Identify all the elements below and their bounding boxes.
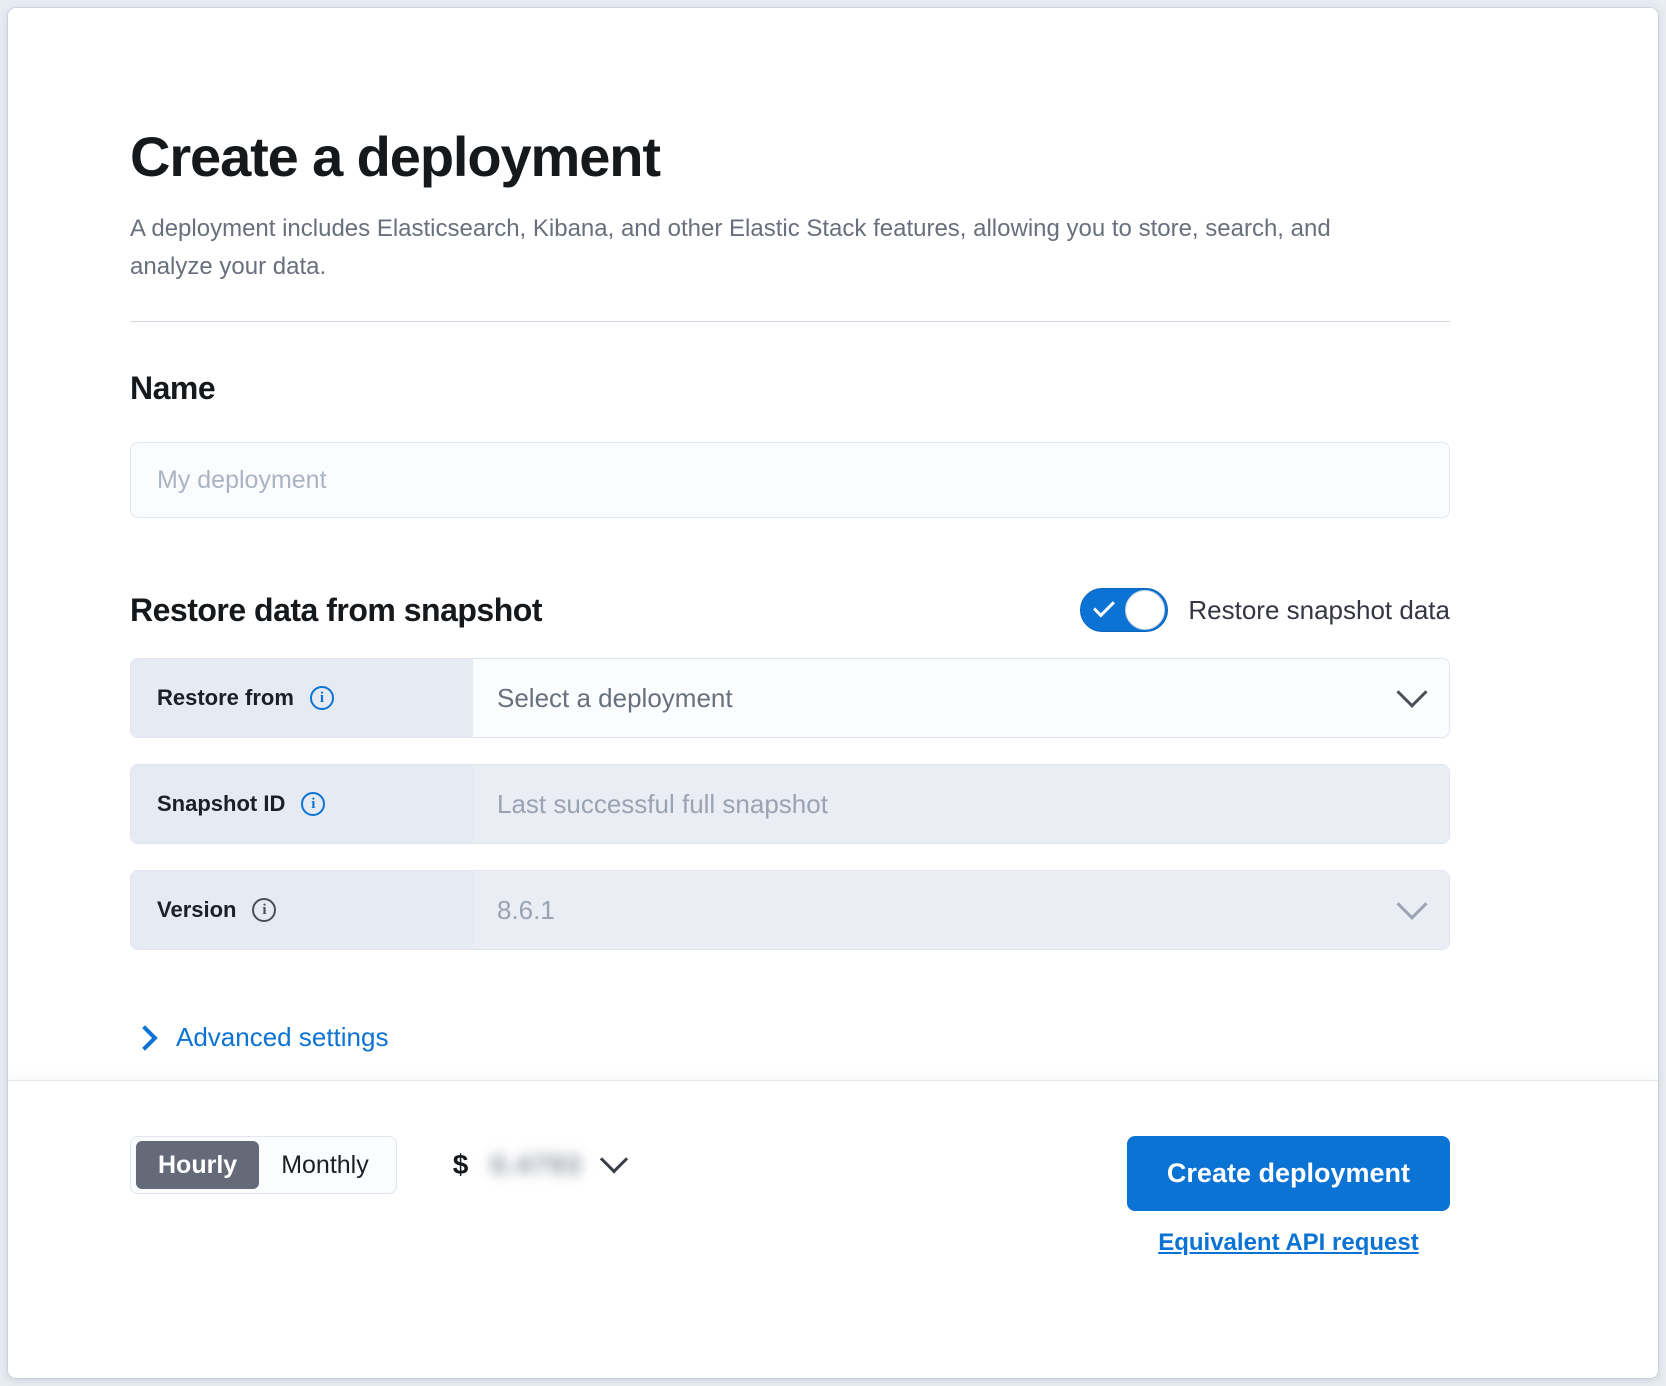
header-divider: [130, 321, 1450, 323]
footer-left-group: Hourly Monthly $ 0.4793: [130, 1136, 629, 1194]
deployment-name-input[interactable]: My deployment: [130, 442, 1450, 519]
form-body: Create a deployment A deployment include…: [8, 8, 1658, 1080]
page-description: A deployment includes Elasticsearch, Kib…: [130, 214, 1331, 280]
restore-from-select[interactable]: Select a deployment: [473, 659, 1449, 738]
restore-from-label: Restore from: [157, 685, 294, 711]
chevron-down-icon: [1396, 889, 1428, 921]
snapshot-id-label: Snapshot ID: [157, 791, 286, 817]
price-value: 0.4793: [490, 1149, 582, 1180]
chevron-down-icon[interactable]: [599, 1145, 629, 1174]
chevron-right-icon: [132, 1025, 158, 1051]
version-row: Version i 8.6.1: [130, 870, 1450, 951]
restore-snapshot-toggle-group[interactable]: Restore snapshot data: [1080, 588, 1450, 633]
name-section: Name My deployment: [130, 370, 1450, 519]
version-select: 8.6.1: [473, 871, 1449, 950]
restore-from-row: Restore from i Select a deployment: [130, 658, 1450, 739]
name-section-title: Name: [130, 370, 216, 407]
billing-option-monthly[interactable]: Monthly: [281, 1150, 369, 1179]
create-deployment-panel: Create a deployment A deployment include…: [8, 8, 1658, 1378]
info-icon[interactable]: i: [301, 792, 326, 817]
toggle-knob: [1125, 590, 1166, 631]
advanced-settings-toggle[interactable]: Advanced settings: [130, 1022, 1450, 1053]
price-display[interactable]: $ 0.4793: [452, 1145, 629, 1181]
billing-period-segmented-control[interactable]: Hourly Monthly: [130, 1136, 397, 1194]
snapshot-id-row: Snapshot ID i Last successful full snaps…: [130, 764, 1450, 845]
restore-from-label-cell: Restore from i: [131, 659, 473, 738]
billing-option-hourly[interactable]: Hourly: [136, 1141, 260, 1189]
footer-bar: Hourly Monthly $ 0.4793 Create deploymen…: [8, 1080, 1658, 1378]
restore-snapshot-toggle-label: Restore snapshot data: [1188, 594, 1450, 625]
info-icon[interactable]: i: [309, 686, 334, 711]
chevron-down-icon: [1396, 677, 1428, 709]
restore-snapshot-toggle[interactable]: [1080, 588, 1169, 633]
restore-section-title: Restore data from snapshot: [130, 591, 542, 628]
price-currency-symbol: $: [452, 1149, 469, 1180]
version-label: Version: [157, 897, 237, 923]
footer-right-group: Create deployment Equivalent API request: [1126, 1136, 1450, 1257]
snapshot-id-input: Last successful full snapshot: [473, 765, 1449, 844]
version-value: 8.6.1: [497, 894, 555, 925]
check-icon: [1093, 595, 1116, 618]
restore-from-value: Select a deployment: [497, 682, 733, 713]
create-deployment-button[interactable]: Create deployment: [1126, 1136, 1450, 1211]
advanced-settings-label: Advanced settings: [176, 1022, 389, 1053]
info-icon[interactable]: i: [252, 898, 277, 923]
snapshot-id-value: Last successful full snapshot: [497, 788, 828, 819]
page-title: Create a deployment: [130, 125, 661, 188]
snapshot-id-label-cell: Snapshot ID i: [131, 765, 473, 844]
restore-section-header: Restore data from snapshot Restore snaps…: [130, 588, 1450, 633]
equivalent-api-request-link[interactable]: Equivalent API request: [1158, 1229, 1419, 1256]
version-label-cell: Version i: [131, 871, 473, 950]
